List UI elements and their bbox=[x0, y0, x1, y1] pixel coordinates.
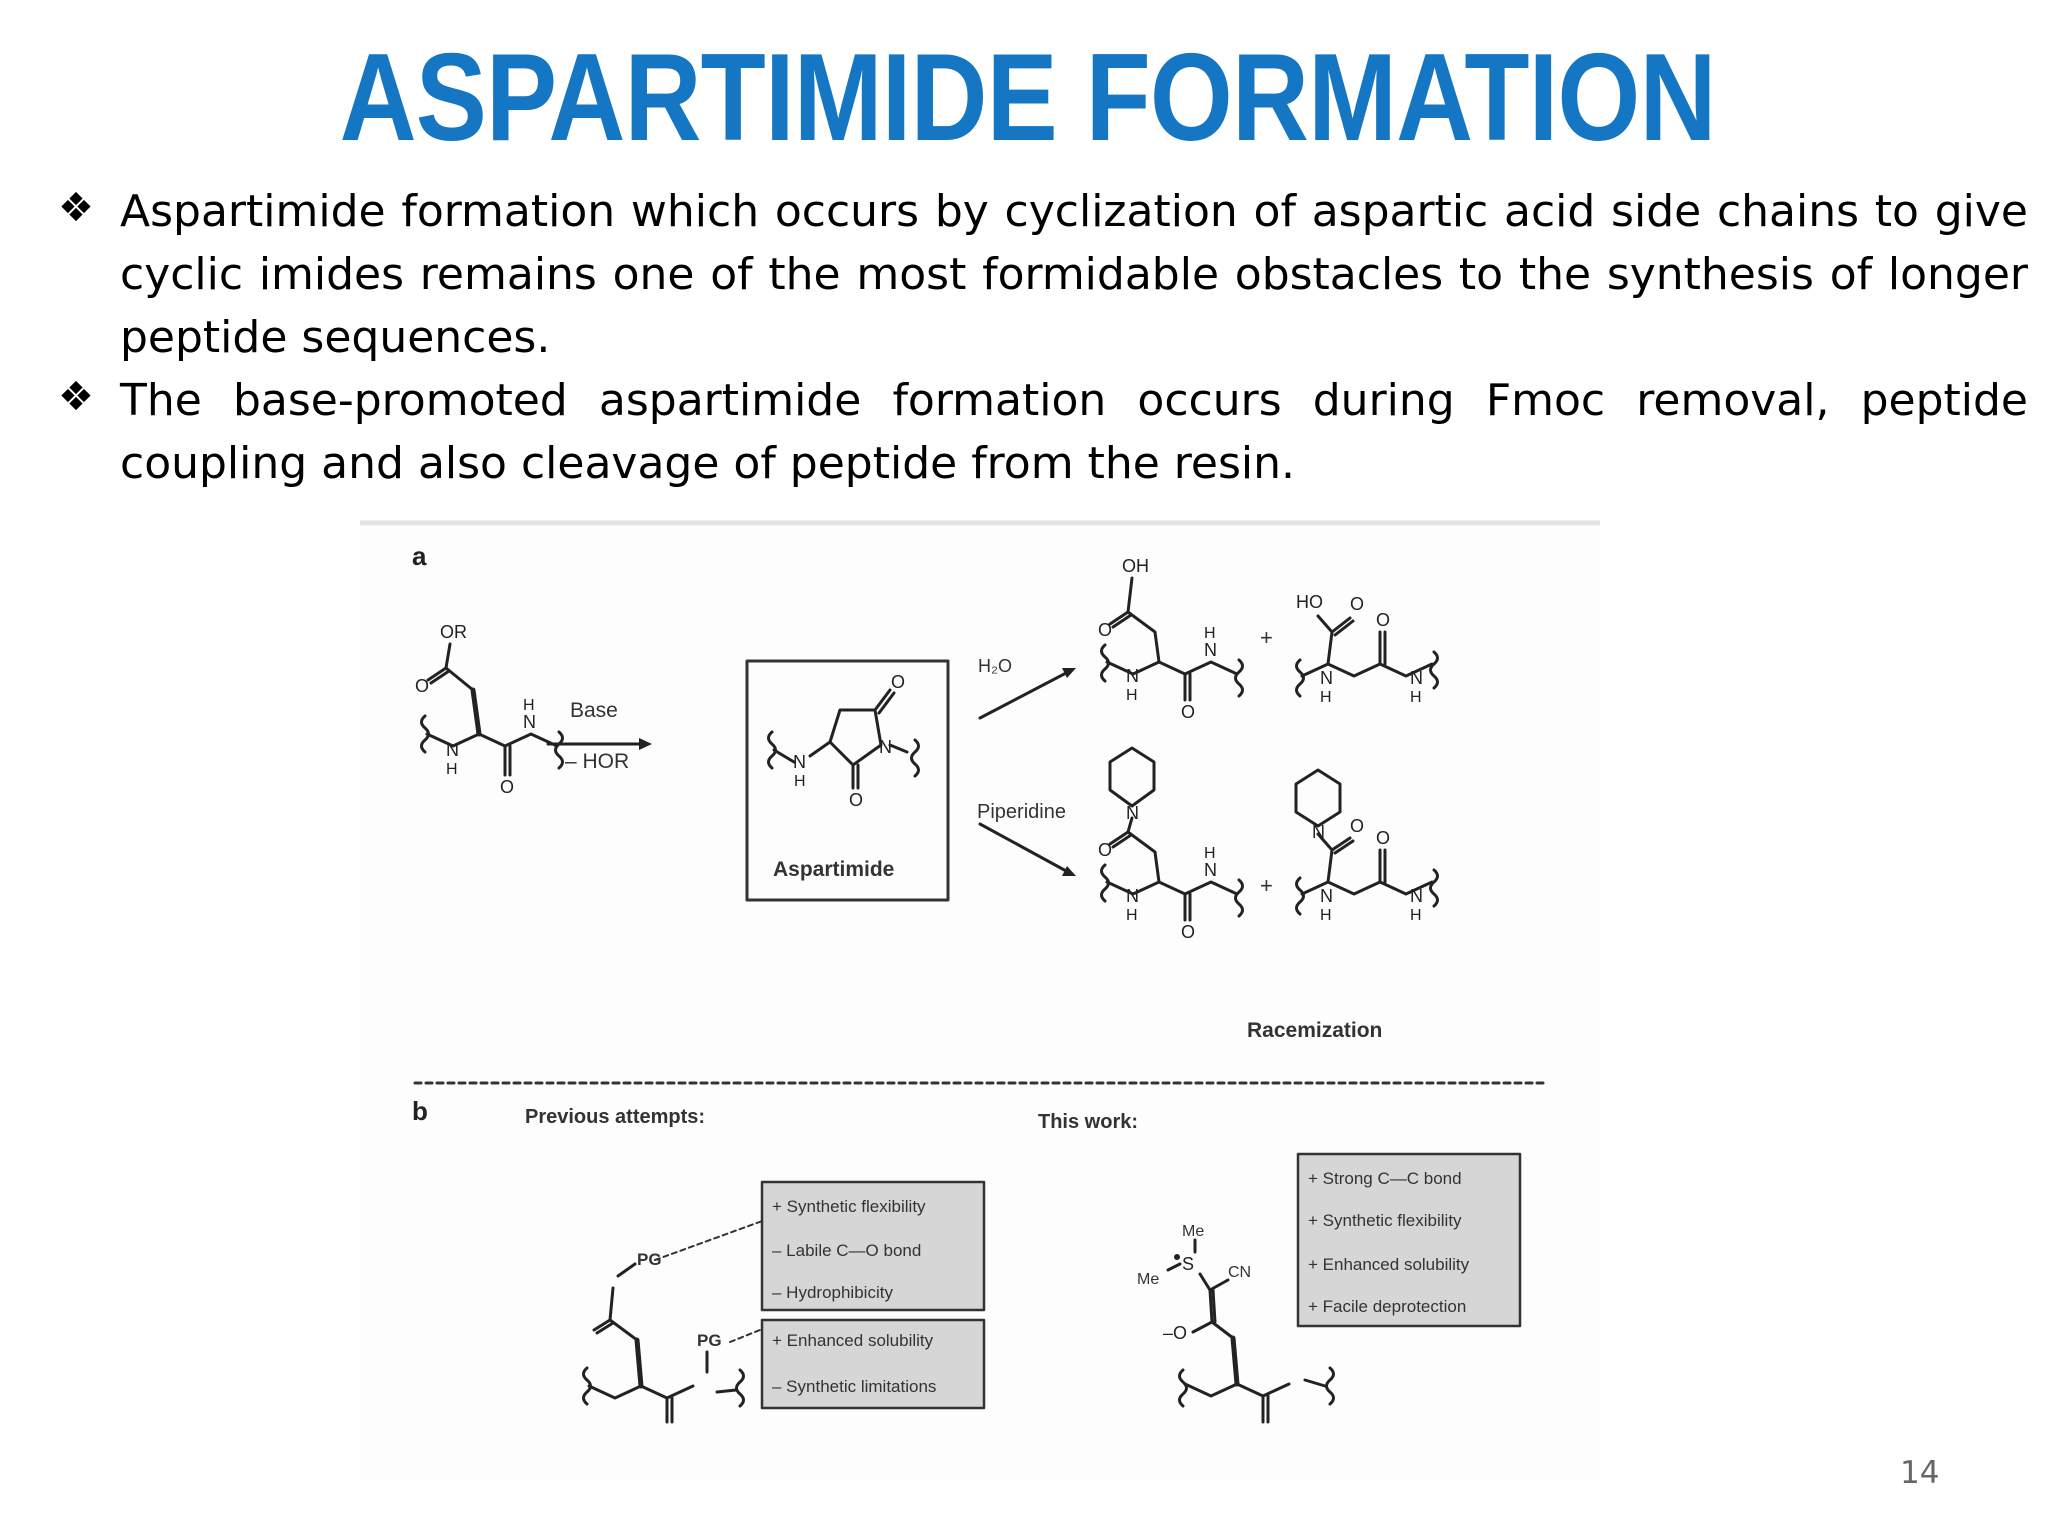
racemization-label: Racemization bbox=[1247, 1019, 1382, 1042]
box-line: – Hydrophibicity bbox=[772, 1283, 893, 1302]
aspartate-structure bbox=[420, 642, 564, 777]
atom-n: N bbox=[1204, 860, 1217, 880]
atom-n: N bbox=[1126, 886, 1139, 906]
atom-o: O bbox=[415, 676, 429, 696]
atom-o-minus: –O bbox=[1163, 1323, 1187, 1343]
atom-o: O bbox=[1181, 702, 1195, 722]
previous-attempts-heading: Previous attempts: bbox=[525, 1106, 705, 1128]
beta-acid-product bbox=[1295, 614, 1439, 698]
atom-h: H bbox=[1204, 625, 1216, 642]
atom-n: N bbox=[1320, 668, 1333, 688]
aspartimide-box bbox=[745, 659, 950, 902]
atom-cn: CN bbox=[1228, 1264, 1251, 1281]
atom-n: N bbox=[793, 752, 806, 772]
atom-n: N bbox=[1312, 822, 1325, 842]
diamond-bullet-icon: ❖ bbox=[58, 185, 94, 231]
box-line: + Strong C—C bond bbox=[1308, 1169, 1462, 1188]
beta-piperidide-product bbox=[1294, 768, 1439, 916]
atom-h: H bbox=[523, 697, 535, 714]
atom-n: N bbox=[1126, 666, 1139, 686]
aspartimide-structure bbox=[767, 688, 920, 790]
atom-o: O bbox=[1098, 840, 1112, 860]
atom-h: H bbox=[1204, 845, 1216, 862]
atom-o: O bbox=[500, 777, 514, 797]
path-piperidine-label: Piperidine bbox=[977, 801, 1066, 823]
atom-h: H bbox=[1126, 687, 1138, 704]
box-line: + Facile deprotection bbox=[1308, 1297, 1466, 1316]
arrow-head bbox=[1062, 668, 1076, 678]
box-line: + Synthetic flexibility bbox=[772, 1197, 926, 1216]
atom-pg: PG bbox=[637, 1250, 662, 1269]
this-work-box bbox=[1296, 1152, 1522, 1328]
atom-n: N bbox=[1126, 803, 1139, 823]
bullet-text: The base-promoted aspartimide formation … bbox=[120, 375, 2028, 489]
atom-o: O bbox=[1376, 610, 1390, 630]
atom-h: H bbox=[1410, 907, 1422, 924]
this-work-heading: This work: bbox=[1038, 1111, 1138, 1133]
atom-me: Me bbox=[1182, 1223, 1204, 1240]
upper-arrow bbox=[978, 670, 1070, 720]
atom-n: N bbox=[1410, 668, 1423, 688]
atom-o: O bbox=[1350, 816, 1364, 836]
atom-oh: OH bbox=[1122, 556, 1149, 576]
box-line: + Enhanced solubility bbox=[772, 1331, 934, 1350]
atom-o: O bbox=[849, 790, 863, 810]
atom-n: N bbox=[1204, 640, 1217, 660]
previous-attempts-box bbox=[760, 1318, 986, 1410]
diamond-bullet-icon: ❖ bbox=[58, 374, 94, 420]
protected-aspartate-structure bbox=[582, 1262, 745, 1424]
arrow-head bbox=[639, 738, 652, 750]
bullet-list: ❖ Aspartimide formation which occurs by … bbox=[58, 180, 2028, 495]
atom-h: H bbox=[1410, 689, 1422, 706]
slide-title: ASPARTIMIDE FORMATION bbox=[339, 29, 1717, 167]
dotted-connector bbox=[729, 1327, 766, 1343]
ylide-aspartate-structure bbox=[1166, 1238, 1335, 1424]
atom-h: H bbox=[446, 761, 458, 778]
bullet-text: Aspartimide formation which occurs by cy… bbox=[120, 186, 2028, 363]
alpha-acid-product bbox=[1100, 576, 1244, 702]
panel-a-label: a bbox=[412, 541, 427, 571]
box-line: – Labile C—O bond bbox=[772, 1241, 921, 1260]
previous-attempts-box bbox=[760, 1180, 986, 1312]
atom-pg: PG bbox=[697, 1331, 722, 1350]
box-line: + Enhanced solubility bbox=[1308, 1255, 1470, 1274]
bullet-item: ❖ Aspartimide formation which occurs by … bbox=[58, 180, 2028, 369]
atom-h: H bbox=[794, 773, 806, 790]
ylide-dot bbox=[1174, 1254, 1180, 1260]
dotted-connector bbox=[654, 1219, 766, 1261]
reagent-minus-hor: – HOR bbox=[565, 750, 629, 773]
atom-ho: HO bbox=[1296, 592, 1323, 612]
atom-n: N bbox=[1320, 886, 1333, 906]
atom-o: O bbox=[891, 672, 905, 692]
aspartimide-label: Aspartimide bbox=[773, 858, 894, 881]
bullet-item: ❖ The base-promoted aspartimide formatio… bbox=[58, 369, 2028, 495]
plus-sign: + bbox=[1260, 625, 1273, 650]
atom-n: N bbox=[1410, 886, 1423, 906]
atom-s: S bbox=[1182, 1254, 1194, 1274]
atom-h: H bbox=[1320, 907, 1332, 924]
box-line: + Synthetic flexibility bbox=[1308, 1211, 1462, 1230]
atom-n: N bbox=[879, 737, 892, 757]
atom-o: O bbox=[1098, 620, 1112, 640]
panel-b-label: b bbox=[412, 1096, 428, 1126]
atom-o: O bbox=[1350, 594, 1364, 614]
alpha-piperidide-product bbox=[1100, 746, 1244, 922]
atom-h: H bbox=[1126, 907, 1138, 924]
atom-n: N bbox=[446, 740, 459, 760]
reagent-base: Base bbox=[570, 699, 618, 722]
atom-or: OR bbox=[440, 622, 467, 642]
atom-o: O bbox=[1376, 828, 1390, 848]
box-line: – Synthetic limitations bbox=[772, 1377, 936, 1396]
atom-o: O bbox=[1181, 922, 1195, 942]
reaction-figure: a OR O N H N H O Base – HOR N H N O O bbox=[360, 520, 1600, 1480]
atom-h: H bbox=[1320, 689, 1332, 706]
plus-sign: + bbox=[1260, 873, 1273, 898]
atom-me: Me bbox=[1137, 1271, 1159, 1288]
path-water-label: H₂O bbox=[978, 656, 1012, 676]
atom-n: N bbox=[523, 712, 536, 732]
lower-arrow bbox=[978, 822, 1070, 874]
arrow-head bbox=[1062, 866, 1076, 876]
page-number: 14 bbox=[1900, 1455, 1940, 1491]
